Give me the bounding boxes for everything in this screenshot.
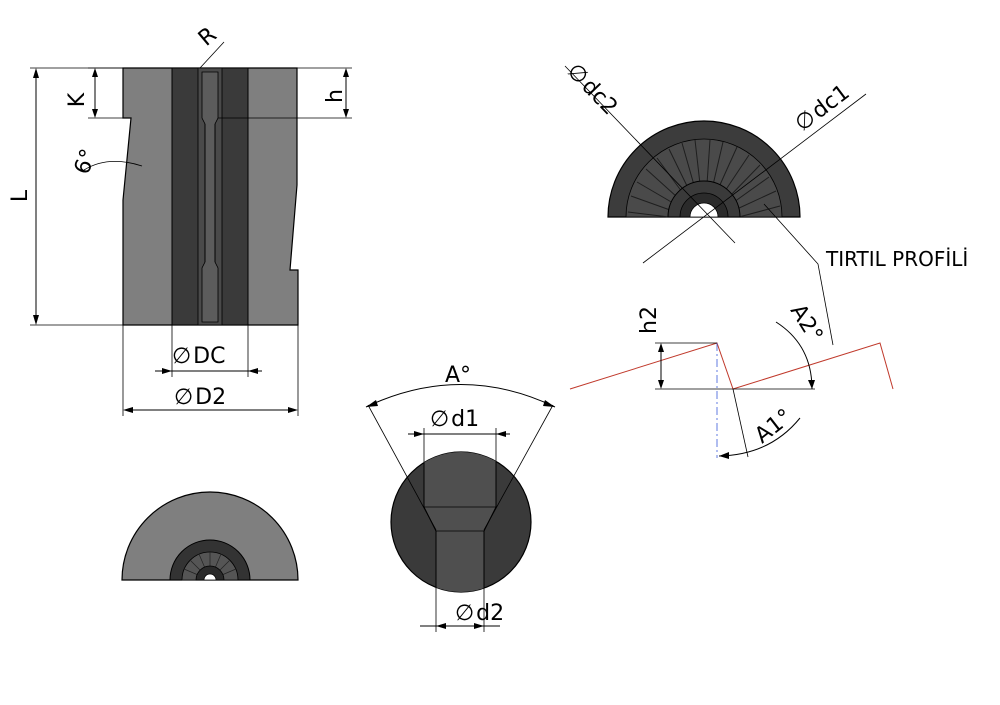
- dim-arrow: [474, 623, 484, 629]
- dim-arrow: [92, 109, 98, 118]
- dim-A-arc: [365, 384, 556, 408]
- label-dc2: ∅dc2: [562, 59, 623, 120]
- profile-flank-extension: [732, 388, 749, 458]
- dim-R-leader: [199, 41, 225, 69]
- dim-arrow: [123, 407, 133, 413]
- serration-bore-hole: [689, 202, 719, 218]
- label-dc1: ∅dc1: [791, 80, 855, 137]
- label-L: L: [8, 189, 33, 202]
- dim-arrow: [658, 380, 664, 389]
- label-A1: A1°: [750, 404, 797, 448]
- dim-arrow: [543, 400, 555, 407]
- half-body: [121, 491, 299, 581]
- dim-arrow: [248, 368, 258, 374]
- serration-half-view: ∅dc2 ∅dc1 TIRTIL PROFİLİ: [562, 59, 968, 346]
- label-d1: ∅d1: [430, 407, 479, 432]
- dim-arrow: [366, 400, 378, 407]
- label-D2: ∅D2: [174, 385, 226, 410]
- dim-dc2-leader: [564, 65, 736, 244]
- dim-arrow: [414, 431, 424, 437]
- bore-detail-view: A° ∅d1 ∅d2: [365, 363, 556, 632]
- dim-arrow: [343, 109, 349, 118]
- label-D2-text: D2: [195, 385, 226, 410]
- dim-arrow: [808, 380, 815, 389]
- label-profile: TIRTIL PROFİLİ: [825, 247, 968, 271]
- dim-arrow: [33, 315, 39, 325]
- label-DC-text: DC: [193, 344, 225, 369]
- dim-arrow: [719, 452, 729, 459]
- label-h2: h2: [637, 306, 662, 334]
- dim-arrow: [343, 68, 349, 77]
- dim-dc1-leader: [642, 93, 867, 264]
- label-angle-6: 6°: [70, 146, 102, 178]
- dim-6deg-arc: [83, 161, 143, 171]
- label-A: A°: [445, 363, 471, 388]
- profile-callout-leader: [763, 203, 834, 346]
- dim-arrow: [288, 407, 298, 413]
- diameter-symbol: ∅: [174, 385, 193, 410]
- label-R: R: [194, 23, 222, 52]
- bottom-half-view: [121, 491, 299, 581]
- dim-arrow: [33, 68, 39, 78]
- dim-arrow: [92, 68, 98, 77]
- half-bore-ring: [195, 565, 225, 581]
- label-d1-text: d1: [451, 407, 479, 432]
- serration-profile-line: [569, 342, 894, 390]
- serration-ring: [625, 138, 783, 218]
- label-K: K: [65, 92, 90, 107]
- dim-arrow: [496, 431, 506, 437]
- side-section-view: L K 6° R h ∅DC ∅D2: [8, 23, 352, 416]
- serration-profile-view: h2 A2° A1°: [569, 300, 894, 459]
- label-d2-text: d2: [476, 601, 504, 626]
- dim-arrow: [436, 623, 446, 629]
- diameter-symbol: ∅: [430, 407, 449, 432]
- label-A2: A2°: [785, 300, 827, 347]
- diameter-symbol: ∅: [172, 344, 191, 369]
- half-bore-hole: [203, 573, 217, 581]
- label-d2: ∅d2: [455, 601, 504, 626]
- dim-arrow: [162, 368, 172, 374]
- label-DC: ∅DC: [172, 344, 225, 369]
- dim-A-leg-left: [367, 404, 437, 531]
- label-h: h: [323, 89, 348, 103]
- dim-arrow: [658, 343, 664, 352]
- diameter-symbol: ∅: [455, 601, 474, 626]
- dim-A-leg-right: [483, 404, 554, 531]
